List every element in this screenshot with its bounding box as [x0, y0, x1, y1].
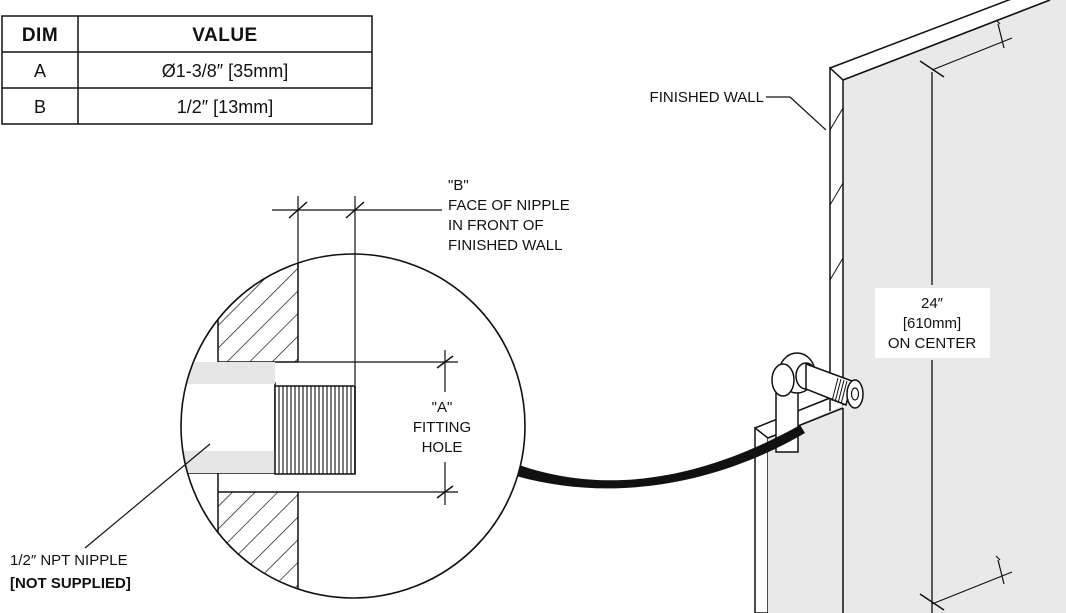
- detail-view: "A" FITTING HOLE: [180, 253, 526, 599]
- spacing-on-center: ON CENTER: [888, 335, 977, 352]
- dim-b-callout: "B" FACE OF NIPPLE IN FRONT OF FINISHED …: [272, 177, 570, 385]
- table-header-dim: DIM: [22, 25, 58, 46]
- table-row-b-dim: B: [34, 97, 46, 117]
- dim-b-line-3: IN FRONT OF: [448, 217, 544, 234]
- table-row-a-dim: A: [34, 61, 46, 81]
- table-row-b-value: 1/2″ [13mm]: [177, 97, 273, 117]
- spacing-dimension: 24″ [610mm] ON CENTER: [875, 19, 1013, 613]
- spacing-value-imperial: 24″: [921, 295, 944, 312]
- nipple-label: 1/2″ NPT NIPPLE: [10, 552, 128, 569]
- not-supplied-label: [NOT SUPPLIED]: [10, 575, 131, 592]
- spacing-value-metric: [610mm]: [903, 315, 961, 332]
- detail-connector-band: [516, 425, 805, 489]
- dim-a-line-2: FITTING: [413, 419, 471, 436]
- dim-b-line-2: FACE OF NIPPLE: [448, 197, 570, 214]
- dim-b-line-4: FINISHED WALL: [448, 237, 562, 254]
- dim-b-letter: "B": [448, 177, 469, 194]
- dim-a-letter: "A": [432, 399, 453, 416]
- table-header-value: VALUE: [192, 25, 257, 46]
- finished-wall: [754, 0, 1066, 613]
- nipple-threads: [278, 386, 352, 474]
- nipple-callout: 1/2″ NPT NIPPLE [NOT SUPPLIED]: [10, 443, 211, 592]
- dim-a-line-3: HOLE: [422, 439, 463, 456]
- table-row-a-value: Ø1-3/8″ [35mm]: [162, 61, 288, 81]
- finished-wall-label: FINISHED WALL: [650, 89, 764, 106]
- dimension-table: DIM VALUE A Ø1-3/8″ [35mm] B 1/2″ [13mm]: [1, 15, 373, 125]
- finished-wall-callout: FINISHED WALL: [650, 89, 827, 131]
